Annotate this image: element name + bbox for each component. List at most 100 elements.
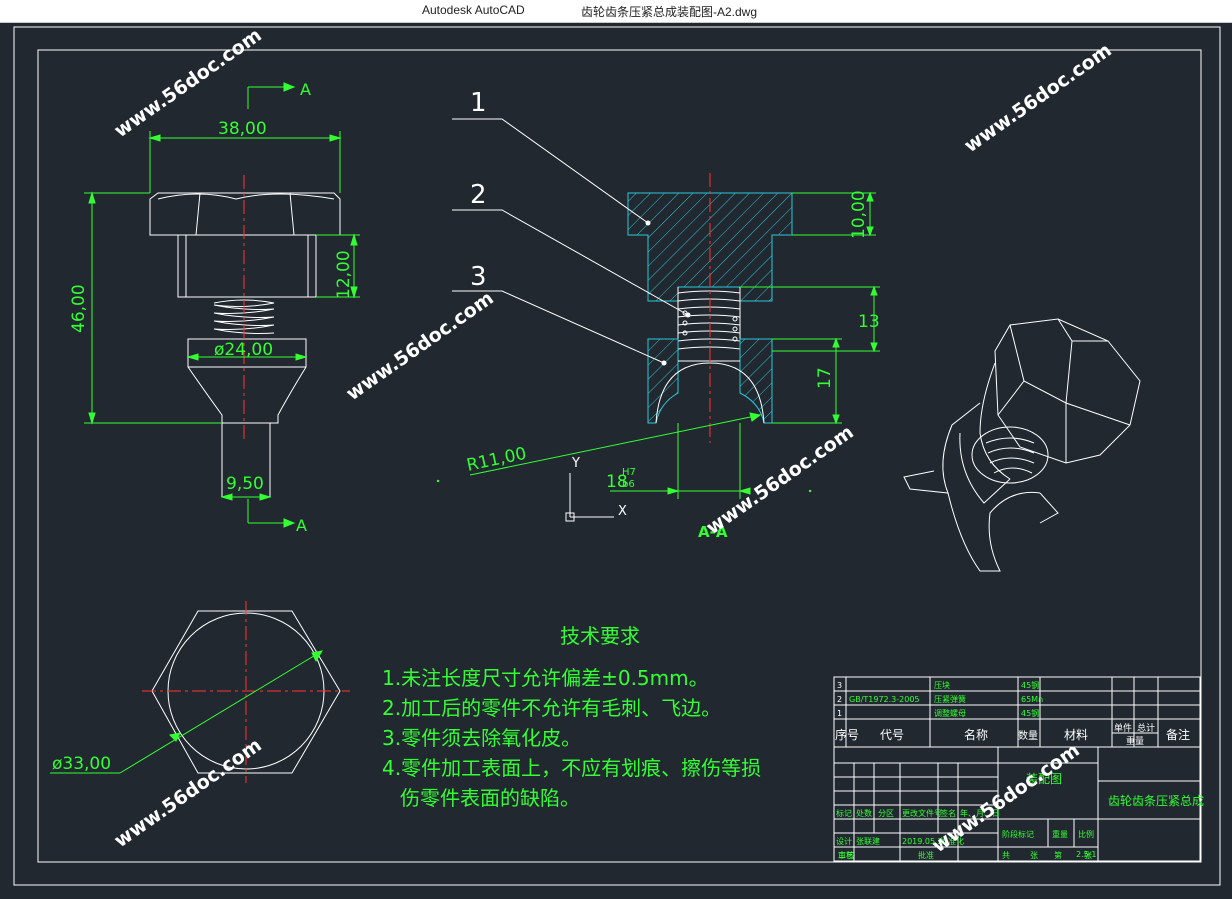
hdr-unit-weight: 单件 <box>1114 722 1132 734</box>
dim-radius: R11,00 <box>465 444 528 476</box>
hdr-no: 序号 <box>835 727 859 742</box>
row-label-doc: 更改文件号 <box>902 808 942 818</box>
designer-name: 张联建 <box>856 836 880 846</box>
part-leaders <box>452 118 689 364</box>
section-arrows <box>247 82 296 528</box>
hdr-remark: 备注 <box>1166 727 1190 742</box>
drawing-name: 装配图 <box>1026 772 1062 786</box>
dim-section-low: 17 <box>815 367 835 389</box>
part-no-1: 1 <box>837 709 842 718</box>
dim-section-top: 10,00 <box>849 190 869 239</box>
assembly-name: 齿轮齿条压紧总成 <box>1108 794 1204 808</box>
dim-width-top: 38,00 <box>218 119 267 139</box>
dim-section-mid: 13 <box>858 312 880 332</box>
tech-req-item-1: 1.未注长度尺寸允许偏差±0.5mm。 <box>382 666 709 690</box>
sheet-no-unit: 张 <box>1084 851 1092 860</box>
sheet-total-label: 共 <box>1002 851 1010 860</box>
design-label: 设计 <box>836 836 852 846</box>
part-qty-1: 45钢 <box>1021 708 1039 718</box>
watermark-6: www.56doc.com <box>928 739 1083 857</box>
row-label-sign: 签名 <box>940 808 956 818</box>
dim-fit-lower: b6 <box>622 479 635 490</box>
hdr-material: 材料 <box>1064 728 1088 742</box>
scale-value: 2.5:1 <box>1076 850 1097 859</box>
tech-req-item-2: 2.加工后的零件不允许有毛刺、飞边。 <box>382 696 721 720</box>
dim-height-nut: 12,00 <box>334 250 354 299</box>
watermark-2: www.56doc.com <box>960 39 1115 157</box>
hdr-qty: 数量 <box>1018 729 1038 742</box>
row-label-mark: 标记 <box>836 808 852 818</box>
dim-shaft-width: 9,50 <box>226 474 264 494</box>
leader-3: 3 <box>470 262 487 292</box>
tech-req-title: 技术要求 <box>560 624 640 648</box>
dim-fit-prefix: 18 <box>606 472 628 492</box>
watermark-5: www.56doc.com <box>110 734 265 852</box>
part-qty-2: 65Mn <box>1021 695 1043 704</box>
sheet-total-unit: 张 <box>1030 851 1038 860</box>
section-dimensions <box>469 191 880 499</box>
part-name-1: 调整螺母 <box>934 708 966 718</box>
parts-header: 序号 代号 名称 数量 材料 单件 总计 重量 备注 <box>835 722 1190 747</box>
parts-list: 3 压块 45钢 2 GB/T1972.3-2005 压紧弹簧 65Mn 1 调… <box>837 680 1043 718</box>
drawing-canvas[interactable]: A A 38,00 46,00 12,00 ø24,00 9,50 <box>0 23 1232 895</box>
hdr-name: 名称 <box>964 727 988 742</box>
section-marker-top: A <box>300 80 311 99</box>
leader-1: 1 <box>470 88 487 118</box>
section-marker-bottom: A <box>296 516 307 535</box>
hdr-code: 代号 <box>880 728 904 742</box>
section-view[interactable] <box>627 192 793 424</box>
watermark-3: www.56doc.com <box>342 287 497 405</box>
ucs-y-label: Y <box>571 456 580 471</box>
hdr-weight: 重量 <box>1126 735 1144 747</box>
press-block <box>187 338 307 424</box>
isometric-view[interactable] <box>903 318 1141 572</box>
inner-frame <box>37 49 1202 863</box>
part-code-2: GB/T1972.3-2005 <box>849 695 920 704</box>
part-3-arc <box>655 362 765 424</box>
app-name: Autodesk AutoCAD <box>422 3 525 17</box>
part-3-block-left <box>647 338 679 424</box>
hdr-total-weight: 总计 <box>1137 722 1155 734</box>
cad-drawing[interactable]: A A 38,00 46,00 12,00 ø24,00 9,50 <box>0 23 1232 895</box>
part-qty-3: 45钢 <box>1021 680 1039 690</box>
outer-frame <box>13 26 1221 886</box>
nut-body <box>177 234 317 298</box>
section-label: A-A <box>698 523 728 541</box>
standardization-label: 标准化 <box>940 836 964 846</box>
part-no-3: 3 <box>837 681 842 690</box>
ucs-icon <box>565 473 614 522</box>
watermark-4: www.56doc.com <box>702 421 857 539</box>
row-label-count: 处数 <box>856 808 872 818</box>
part-2-spring-section <box>677 287 741 361</box>
part-3-block-right <box>739 338 773 424</box>
scale-label: 比例 <box>1078 829 1094 839</box>
row-label-date: 年、月、日 <box>960 808 1000 818</box>
review-label: 审核 <box>838 850 854 860</box>
hex-nut-outline <box>149 192 341 236</box>
tech-req-item-5: 伤零件表面的缺陷。 <box>400 786 580 810</box>
dim-fit-upper: H7 <box>622 467 636 478</box>
revision-rows: 标记 处数 分区 更改文件号 签名 年、月、日 设计 张联建 2019.05.2… <box>836 808 1097 860</box>
hex-dimension <box>50 650 324 774</box>
leader-2: 2 <box>470 180 487 210</box>
window-titlebar: Autodesk AutoCAD 齿轮齿条压紧总成装配图-A2.dwg <box>0 0 1232 23</box>
document-title: 齿轮齿条压紧总成装配图-A2.dwg <box>581 5 758 19</box>
front-dimensions <box>84 131 360 501</box>
dim-height-total: 46,00 <box>69 284 89 333</box>
process-label: 工艺 <box>838 851 854 860</box>
ucs-x-label: X <box>618 504 627 519</box>
weight-label: 重量 <box>1052 829 1068 839</box>
design-date: 2019.05.20 <box>902 837 948 846</box>
stage-label: 阶段标记 <box>1002 829 1034 839</box>
part-name-2: 压紧弹簧 <box>934 694 966 704</box>
title-block-grid <box>833 676 1201 862</box>
approve-label: 批准 <box>918 850 934 860</box>
part-no-2: 2 <box>837 695 842 704</box>
tech-req-item-3: 3.零件须去除氧化皮。 <box>382 726 581 750</box>
dim-dia-base: ø24,00 <box>214 340 273 360</box>
part-name-3: 压块 <box>934 680 950 690</box>
row-label-zone: 分区 <box>878 809 894 818</box>
tech-req-item-4: 4.零件加工表面上，不应有划痕、擦伤等损 <box>382 756 761 780</box>
dim-dia-hex: ø33,00 <box>52 754 111 774</box>
sheet-no-label: 第 <box>1054 850 1062 860</box>
